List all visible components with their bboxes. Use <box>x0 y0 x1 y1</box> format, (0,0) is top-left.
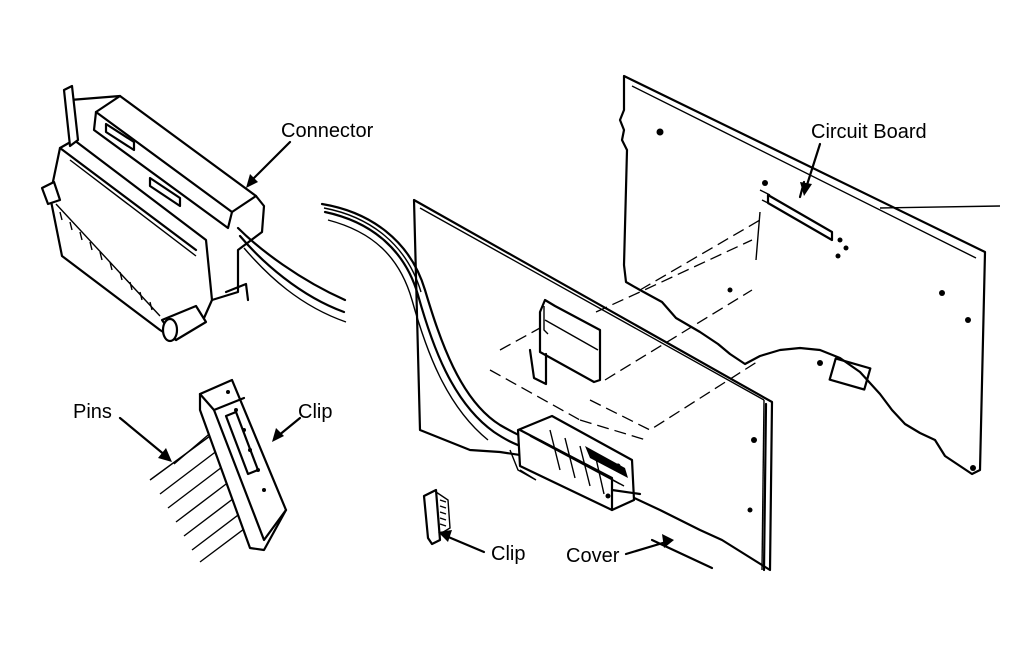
clip-upper-label: Clip <box>298 401 333 423</box>
clip-pins-detail <box>149 378 288 563</box>
connector-detail <box>40 84 347 343</box>
cover-label: Cover <box>566 545 620 567</box>
cable-connector-assembly <box>509 414 642 512</box>
assembly-guide-lines <box>489 219 761 441</box>
clip-lower-label: Clip <box>491 543 526 565</box>
connector-label: Connector <box>281 120 374 142</box>
circuit-board <box>618 74 1001 476</box>
ribbon-cable <box>320 202 532 450</box>
pins-label: Pins <box>73 401 112 423</box>
leader-arrows <box>118 140 822 570</box>
circuit-board-label: Circuit Board <box>811 121 927 143</box>
